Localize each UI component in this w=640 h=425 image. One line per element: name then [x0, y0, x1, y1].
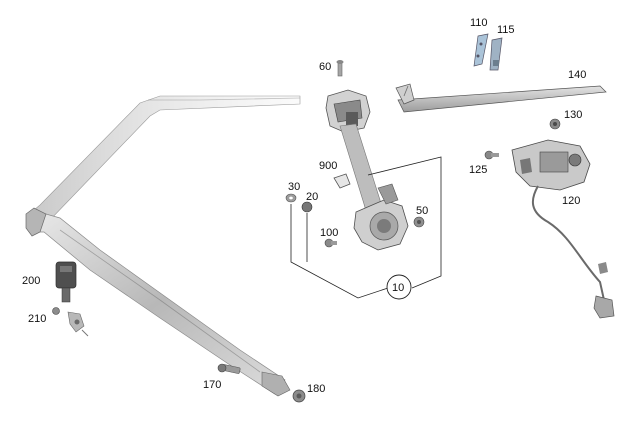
group-callout-circle [386, 274, 412, 300]
callout-900: 900 [319, 160, 337, 172]
callout-140: 140 [568, 69, 586, 81]
callout-210: 210 [28, 313, 46, 325]
assembly-group-bracket [290, 156, 442, 300]
callout-170: 170 [203, 379, 221, 391]
webbing-end-fitting [25, 207, 47, 237]
callout-50: 50 [416, 205, 428, 217]
adjuster-motor-120 [511, 139, 591, 191]
buckle-200 [55, 261, 77, 303]
upper-guide-assembly [325, 89, 371, 133]
belt-webbing-upper [27, 95, 301, 223]
washer-30 [285, 193, 297, 203]
callout-60: 60 [319, 61, 331, 73]
retractor [353, 183, 409, 251]
anchor-cap-180 [292, 389, 306, 403]
bracket-115 [489, 37, 503, 71]
belt-webbing-lower [27, 213, 286, 395]
bolt-50 [413, 216, 425, 228]
callout-100: 100 [320, 227, 338, 239]
height-rail-140 [395, 83, 607, 113]
clip-20 [301, 201, 313, 213]
callout-200: 200 [22, 275, 40, 287]
callout-120: 120 [562, 195, 580, 207]
bolt-125 [484, 150, 499, 160]
callout-30: 30 [288, 181, 300, 193]
tag-900 [333, 173, 351, 189]
motor-cable [531, 185, 615, 319]
callout-10: 10 [392, 282, 404, 294]
pin-60 [336, 60, 344, 77]
nut-130 [549, 118, 561, 130]
callout-125: 125 [469, 164, 487, 176]
bolt-170 [217, 363, 241, 374]
buckle-bracket-210 [52, 307, 89, 337]
callout-20: 20 [306, 191, 318, 203]
callout-180: 180 [307, 383, 325, 395]
anchor-plate [261, 371, 291, 397]
bolt-100 [324, 238, 337, 248]
callout-110: 110 [470, 17, 488, 29]
callout-130: 130 [564, 109, 582, 121]
bracket-110 [473, 33, 489, 67]
callout-115: 115 [497, 24, 515, 36]
